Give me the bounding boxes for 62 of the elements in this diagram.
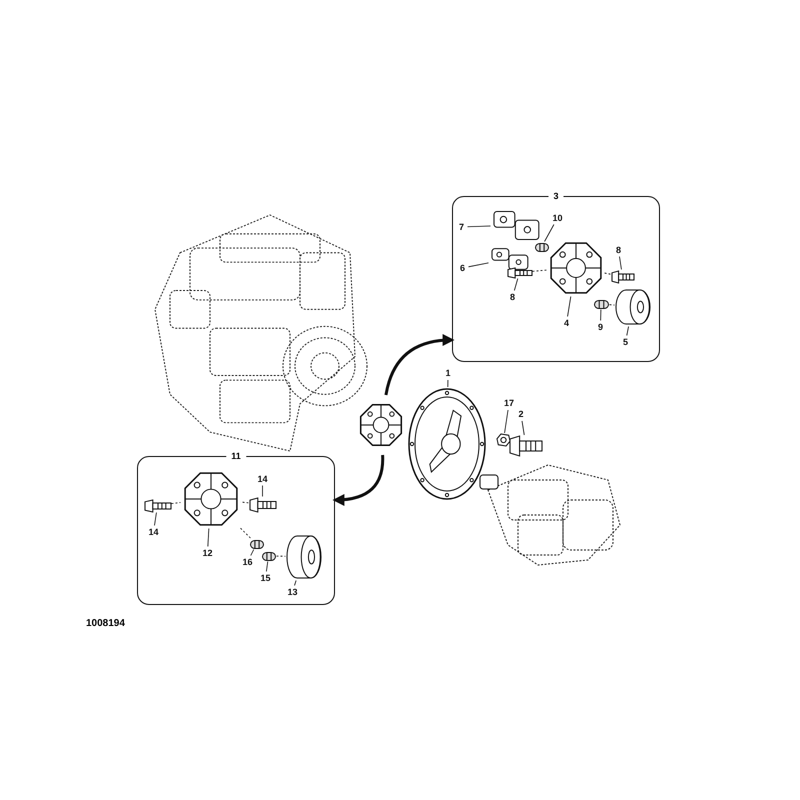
alignment-line	[276, 556, 286, 557]
leader-line	[619, 256, 622, 270]
leader-line	[262, 485, 263, 497]
leader-line	[154, 512, 157, 526]
pin-drawing	[534, 242, 548, 252]
alignment-line	[609, 304, 615, 306]
bolt-drawing	[612, 270, 634, 282]
callout-number: 7	[456, 222, 466, 232]
callout-number: 13	[286, 586, 300, 598]
coupling-jaw-drawing	[490, 246, 532, 272]
nut-drawing	[497, 434, 510, 446]
leader-line	[250, 549, 254, 556]
alignment-line	[171, 502, 181, 504]
leader-line	[567, 296, 572, 317]
callout-number: 1	[443, 368, 453, 379]
callout-number: 8	[508, 292, 518, 302]
alignment-line	[240, 502, 249, 504]
callout-number: 8	[614, 244, 624, 256]
alignment-line	[532, 270, 547, 272]
flange-plate-drawing	[408, 388, 486, 500]
callout-number: 2	[516, 409, 526, 420]
callout-number: 17	[502, 398, 516, 409]
curved-arrow	[332, 454, 384, 506]
alignment-line	[604, 272, 611, 275]
hub-drawing	[616, 288, 650, 326]
flexible-coupling-drawing	[182, 470, 240, 528]
callout-number: 9	[596, 322, 606, 332]
leader-line	[514, 278, 518, 291]
pin-drawing	[262, 552, 276, 560]
bolt-drawing	[510, 436, 542, 456]
alignment-line	[240, 528, 252, 539]
drawing-number: 1008194	[86, 618, 125, 629]
callout-number: 6	[458, 262, 468, 274]
callout-number: 14	[256, 474, 270, 484]
leader-line	[504, 410, 508, 434]
curved-arrow	[384, 334, 455, 396]
pin-drawing	[250, 540, 264, 548]
callout-number: 5	[620, 336, 630, 348]
leader-line	[522, 420, 525, 436]
leader-line	[467, 226, 491, 228]
leader-line	[294, 580, 296, 586]
callout-number: 12	[200, 548, 214, 558]
bolt-drawing	[144, 500, 170, 512]
leader-line	[600, 309, 602, 321]
callout-number: 14	[146, 526, 160, 538]
leader-line	[468, 262, 489, 268]
bolt-drawing	[250, 498, 276, 512]
bolt-drawing	[508, 268, 532, 278]
callout-number: 15	[258, 572, 272, 584]
leader-line	[447, 380, 448, 388]
callout-number: 3	[548, 190, 564, 202]
leader-line	[544, 224, 554, 242]
leader-line	[266, 561, 268, 572]
leader-line	[626, 326, 629, 336]
leader-line	[207, 528, 210, 547]
callout-number: 16	[240, 556, 254, 568]
pin-drawing	[594, 300, 608, 308]
callout-number: 11	[226, 450, 246, 462]
flexible-coupling-drawing	[548, 240, 604, 296]
hub-drawing	[286, 534, 320, 580]
callout-number: 4	[562, 318, 572, 328]
callout-number: 10	[550, 212, 564, 224]
